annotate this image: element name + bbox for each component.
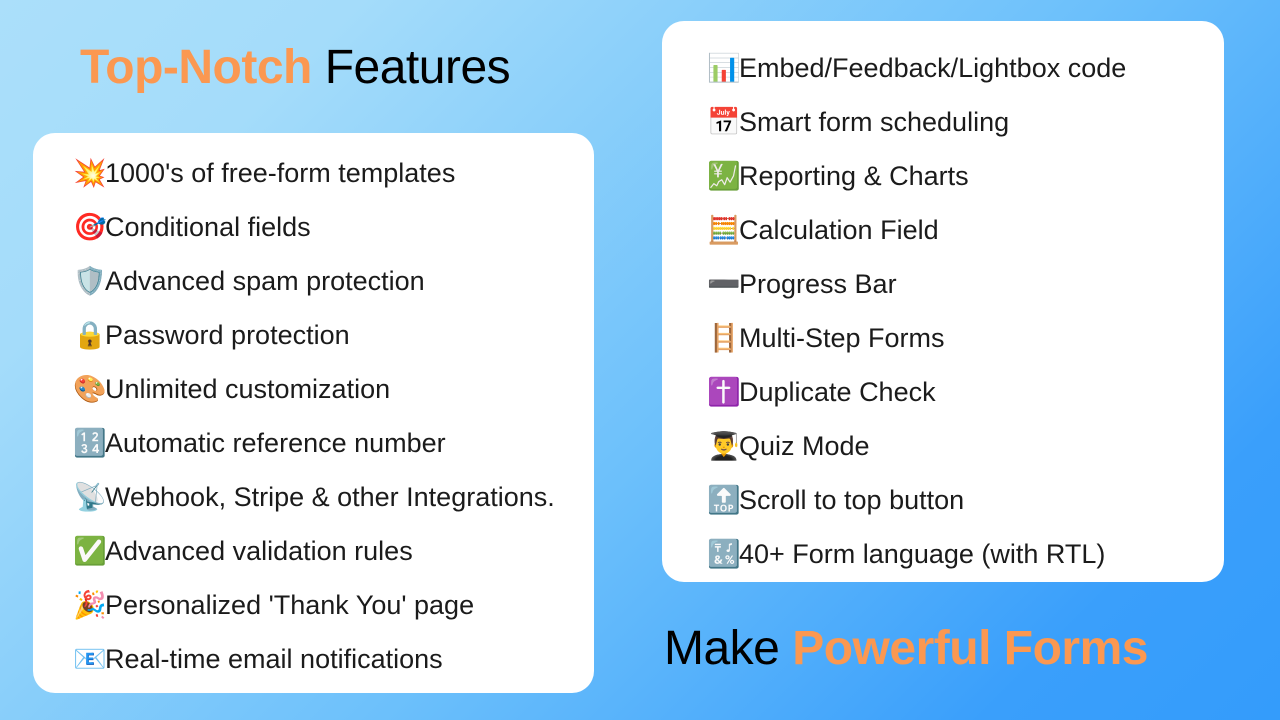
feature-item: 🔣40+ Form language (with RTL) (662, 527, 1224, 581)
feature-item: 📅Smart form scheduling (662, 95, 1224, 149)
chart-increasing-yen-icon: 💹 (707, 160, 741, 192)
feature-item-label: Calculation Field (739, 214, 939, 245)
minus-icon: ➖ (707, 268, 741, 300)
feature-item-label: Unlimited customization (105, 373, 391, 404)
feature-item: 💹Reporting & Charts (662, 149, 1224, 203)
feature-item-label: Automatic reference number (105, 427, 446, 458)
feature-item-label: Reporting & Charts (739, 160, 969, 191)
feature-item: 🪜Multi-Step Forms (662, 311, 1224, 365)
feature-item-label: Quiz Mode (739, 430, 870, 461)
feature-item: ✅Advanced validation rules (33, 524, 594, 578)
email-icon: 📧 (73, 643, 107, 675)
check-mark-icon: ✅ (73, 535, 107, 567)
feature-item-label: Multi-Step Forms (739, 322, 945, 353)
feature-item: 🎨Unlimited customization (33, 362, 594, 416)
feature-list-right: 📊Embed/Feedback/Lightbox code📅Smart form… (662, 41, 1224, 581)
feature-item: ✝️Duplicate Check (662, 365, 1224, 419)
page-title-bottom: Make Powerful Forms (664, 625, 1148, 673)
feature-item-label: Advanced spam protection (105, 265, 425, 296)
lock-icon: 🔒 (73, 319, 107, 351)
feature-item: 📧Real-time email notifications (33, 632, 594, 686)
feature-item-label: Webhook, Stripe & other Integrations. (105, 481, 555, 512)
feature-item-label: Real-time email notifications (105, 643, 443, 674)
page-title-bottom-plain: Make (664, 622, 793, 675)
page-title-top: Top-Notch Features (80, 41, 511, 94)
feature-item: 🔢Automatic reference number (33, 416, 594, 470)
feature-item: 🔒Password protection (33, 308, 594, 362)
page-title-top-accent: Top-Notch (80, 41, 312, 94)
latin-cross-icon: ✝️ (707, 376, 741, 408)
ladder-icon: 🪜 (707, 322, 741, 354)
direct-hit-icon: 🎯 (73, 211, 107, 243)
feature-item: 🔝Scroll to top button (662, 473, 1224, 527)
feature-item: 👨‍🎓Quiz Mode (662, 419, 1224, 473)
satellite-antenna-icon: 📡 (73, 481, 107, 513)
input-numbers-icon: 🔢 (73, 427, 107, 459)
feature-item-label: Personalized 'Thank You' page (105, 589, 475, 620)
feature-item-label: Advanced validation rules (105, 535, 413, 566)
feature-item-label: 40+ Form language (with RTL) (739, 538, 1106, 569)
features-card-right: 📊Embed/Feedback/Lightbox code📅Smart form… (662, 21, 1224, 582)
feature-list-left: 💥1000's of free-form templates🎯Condition… (33, 146, 594, 686)
features-card-left: 💥1000's of free-form templates🎯Condition… (33, 133, 594, 693)
shield-icon: 🛡️ (73, 265, 107, 297)
page-title-bottom-accent: Powerful Forms (792, 622, 1148, 675)
feature-item: 🎉Personalized 'Thank You' page (33, 578, 594, 632)
feature-item: ➖Progress Bar (662, 257, 1224, 311)
bar-chart-icon: 📊 (707, 52, 741, 84)
feature-item: 📡Webhook, Stripe & other Integrations. (33, 470, 594, 524)
feature-item-label: Password protection (105, 319, 350, 350)
feature-item-label: Conditional fields (105, 211, 311, 242)
feature-item-label: Embed/Feedback/Lightbox code (739, 52, 1127, 83)
calendar-icon: 📅 (707, 106, 741, 138)
feature-item-label: Duplicate Check (739, 376, 936, 407)
feature-item-label: 1000's of free-form templates (105, 157, 456, 188)
feature-item-label: Progress Bar (739, 268, 897, 299)
feature-item: 🎯Conditional fields (33, 200, 594, 254)
feature-item-label: Smart form scheduling (739, 106, 1010, 137)
input-symbols-icon: 🔣 (707, 538, 741, 570)
feature-item: 🛡️Advanced spam protection (33, 254, 594, 308)
top-arrow-icon: 🔝 (707, 484, 741, 516)
page-title-top-plain: Features (311, 41, 511, 94)
collision-icon: 💥 (73, 157, 107, 189)
palette-icon: 🎨 (73, 373, 107, 405)
feature-item: 💥1000's of free-form templates (33, 146, 594, 200)
party-popper-icon: 🎉 (73, 589, 107, 621)
student-icon: 👨‍🎓 (707, 430, 741, 462)
feature-item: 📊Embed/Feedback/Lightbox code (662, 41, 1224, 95)
abacus-icon: 🧮 (707, 214, 741, 246)
feature-item-label: Scroll to top button (739, 484, 965, 515)
feature-item: 🧮Calculation Field (662, 203, 1224, 257)
